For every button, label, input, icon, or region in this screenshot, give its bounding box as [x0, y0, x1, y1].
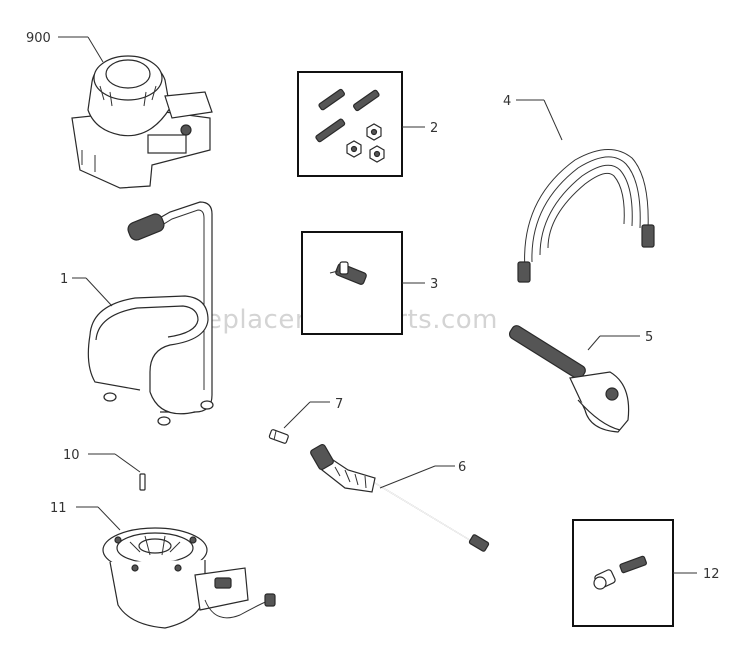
callout-5: 5: [645, 330, 653, 345]
callout-7: 7: [335, 397, 343, 412]
callout-6: 6: [458, 460, 466, 475]
nozzle-part: [268, 429, 289, 444]
callout-2: 2: [430, 121, 438, 136]
leader-line-4b: [543, 99, 563, 141]
valve-part: [329, 261, 367, 285]
pump-part: [102, 527, 276, 629]
handle-frame-part: [87, 201, 214, 426]
spray-wand-part: [310, 443, 490, 552]
callout-11: 11: [50, 501, 67, 516]
engine-part: [71, 55, 213, 189]
leader-line-6b: [379, 465, 436, 489]
adapter-part: [593, 555, 647, 590]
spray-gun-part: [508, 325, 630, 433]
leader-line-10b: [114, 453, 141, 473]
hose-part: [517, 149, 655, 283]
callout-12: 12: [703, 567, 720, 582]
valve-box: [301, 231, 403, 335]
callout-1: 1: [60, 272, 68, 287]
leader-line-7b: [283, 401, 311, 429]
leader-line-5b: [587, 335, 601, 351]
callout-4: 4: [503, 94, 511, 109]
pin-part: [139, 473, 146, 491]
leader-line-11b: [97, 506, 121, 531]
callout-900: 900: [26, 31, 51, 46]
callout-3: 3: [430, 277, 438, 292]
leader-line-900b: [87, 36, 104, 63]
bolts-and-nuts-part: [315, 88, 385, 163]
hardware-kit-box: [297, 71, 403, 177]
leader-line-1b: [85, 277, 113, 307]
callout-10: 10: [63, 448, 80, 463]
